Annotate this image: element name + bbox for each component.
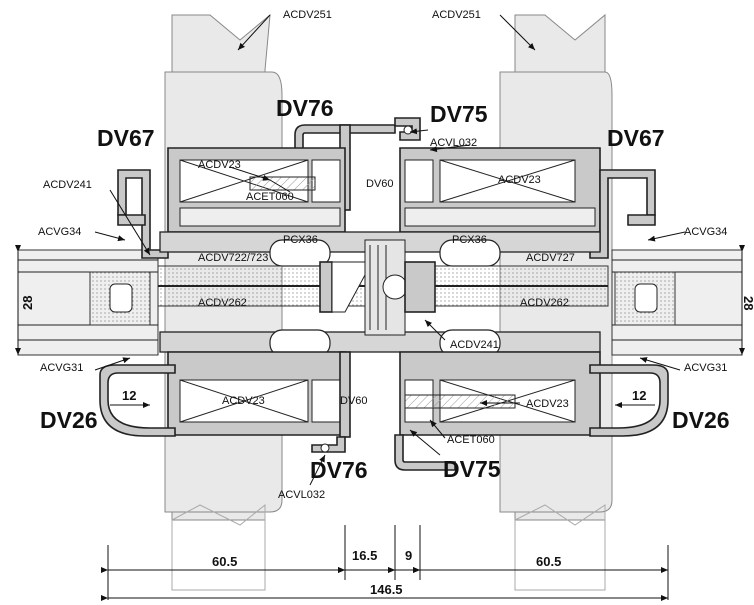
dv26-right-profile <box>589 364 669 437</box>
dim-left-60-5: 60.5 <box>212 554 237 569</box>
right-sash-upper <box>399 147 601 233</box>
left-glass-unit <box>17 249 159 356</box>
label-dv67-left: DV67 <box>97 125 155 151</box>
label-dv26-left: DV26 <box>40 407 98 433</box>
label-dv60-top: DV60 <box>366 178 394 190</box>
leader-lines <box>94 14 686 486</box>
label-acdv727: ACDV727 <box>526 252 575 264</box>
dv26-left-profile <box>99 364 176 437</box>
label-acdv23-bottom-left: ACDV23 <box>222 395 265 407</box>
dim-overall-146-5: 146.5 <box>370 582 403 597</box>
lock-mechanism <box>319 239 436 336</box>
label-acdv23-top-left: ACDV23 <box>198 159 241 171</box>
label-dim-12-left: 12 <box>122 388 136 403</box>
dv76-bottom-profile <box>311 351 351 453</box>
label-dv76-top: DV76 <box>276 95 334 121</box>
label-acvg34-right: ACVG34 <box>684 226 727 238</box>
label-dim-12-right: 12 <box>632 388 646 403</box>
right-sash-lower <box>399 351 601 436</box>
label-dv75-bottom: DV75 <box>443 456 501 482</box>
label-acvg31-left: ACVG31 <box>40 362 83 374</box>
label-dv75-top: DV75 <box>430 101 488 127</box>
label-acvl032-bottom: ACVL032 <box>278 489 325 501</box>
label-acdv262-right: ACDV262 <box>520 297 569 309</box>
right-glass-unit <box>611 249 743 356</box>
label-dv67-right: DV67 <box>607 125 665 151</box>
label-dv60-bottom: DV60 <box>340 395 368 407</box>
left-sash-lower <box>167 351 346 436</box>
dv67-left-profile <box>117 169 169 259</box>
label-acdv23-bottom-right: ACDV23 <box>526 398 569 410</box>
dim-right-60-5: 60.5 <box>536 554 561 569</box>
dv75-top-profile <box>394 117 421 141</box>
label-acdv241-left: ACDV241 <box>43 179 92 191</box>
label-acdv241-right: ACDV241 <box>450 339 499 351</box>
label-acdv722: ACDV722/723 <box>198 252 268 264</box>
label-dim-28-right: 28 <box>741 296 754 310</box>
dim-mid-9: 9 <box>405 548 412 563</box>
label-acdv262-left: ACDV262 <box>198 297 247 309</box>
label-acvg31-right: ACVG31 <box>684 362 727 374</box>
left-sash-upper <box>167 147 346 233</box>
dv75-bottom-profile <box>394 434 456 471</box>
label-acdv23-top-right: ACDV23 <box>498 174 541 186</box>
dimension-lines <box>15 245 745 601</box>
dim-mid-16-5: 16.5 <box>352 548 377 563</box>
label-dv76-bottom: DV76 <box>310 457 368 483</box>
label-dv26-right: DV26 <box>672 407 730 433</box>
label-acdv251-right: ACDV251 <box>432 9 481 21</box>
label-acet060-top: ACET060 <box>246 191 294 203</box>
label-acvg34-left: ACVG34 <box>38 226 81 238</box>
label-acvl032-top: ACVL032 <box>430 137 477 149</box>
label-pcx36-right: PCX36 <box>452 234 487 246</box>
label-pcx36-left: PCX36 <box>283 234 318 246</box>
label-dim-28-left: 28 <box>20 296 35 310</box>
label-acet060-bottom: ACET060 <box>447 434 495 446</box>
label-acdv251-left: ACDV251 <box>283 9 332 21</box>
